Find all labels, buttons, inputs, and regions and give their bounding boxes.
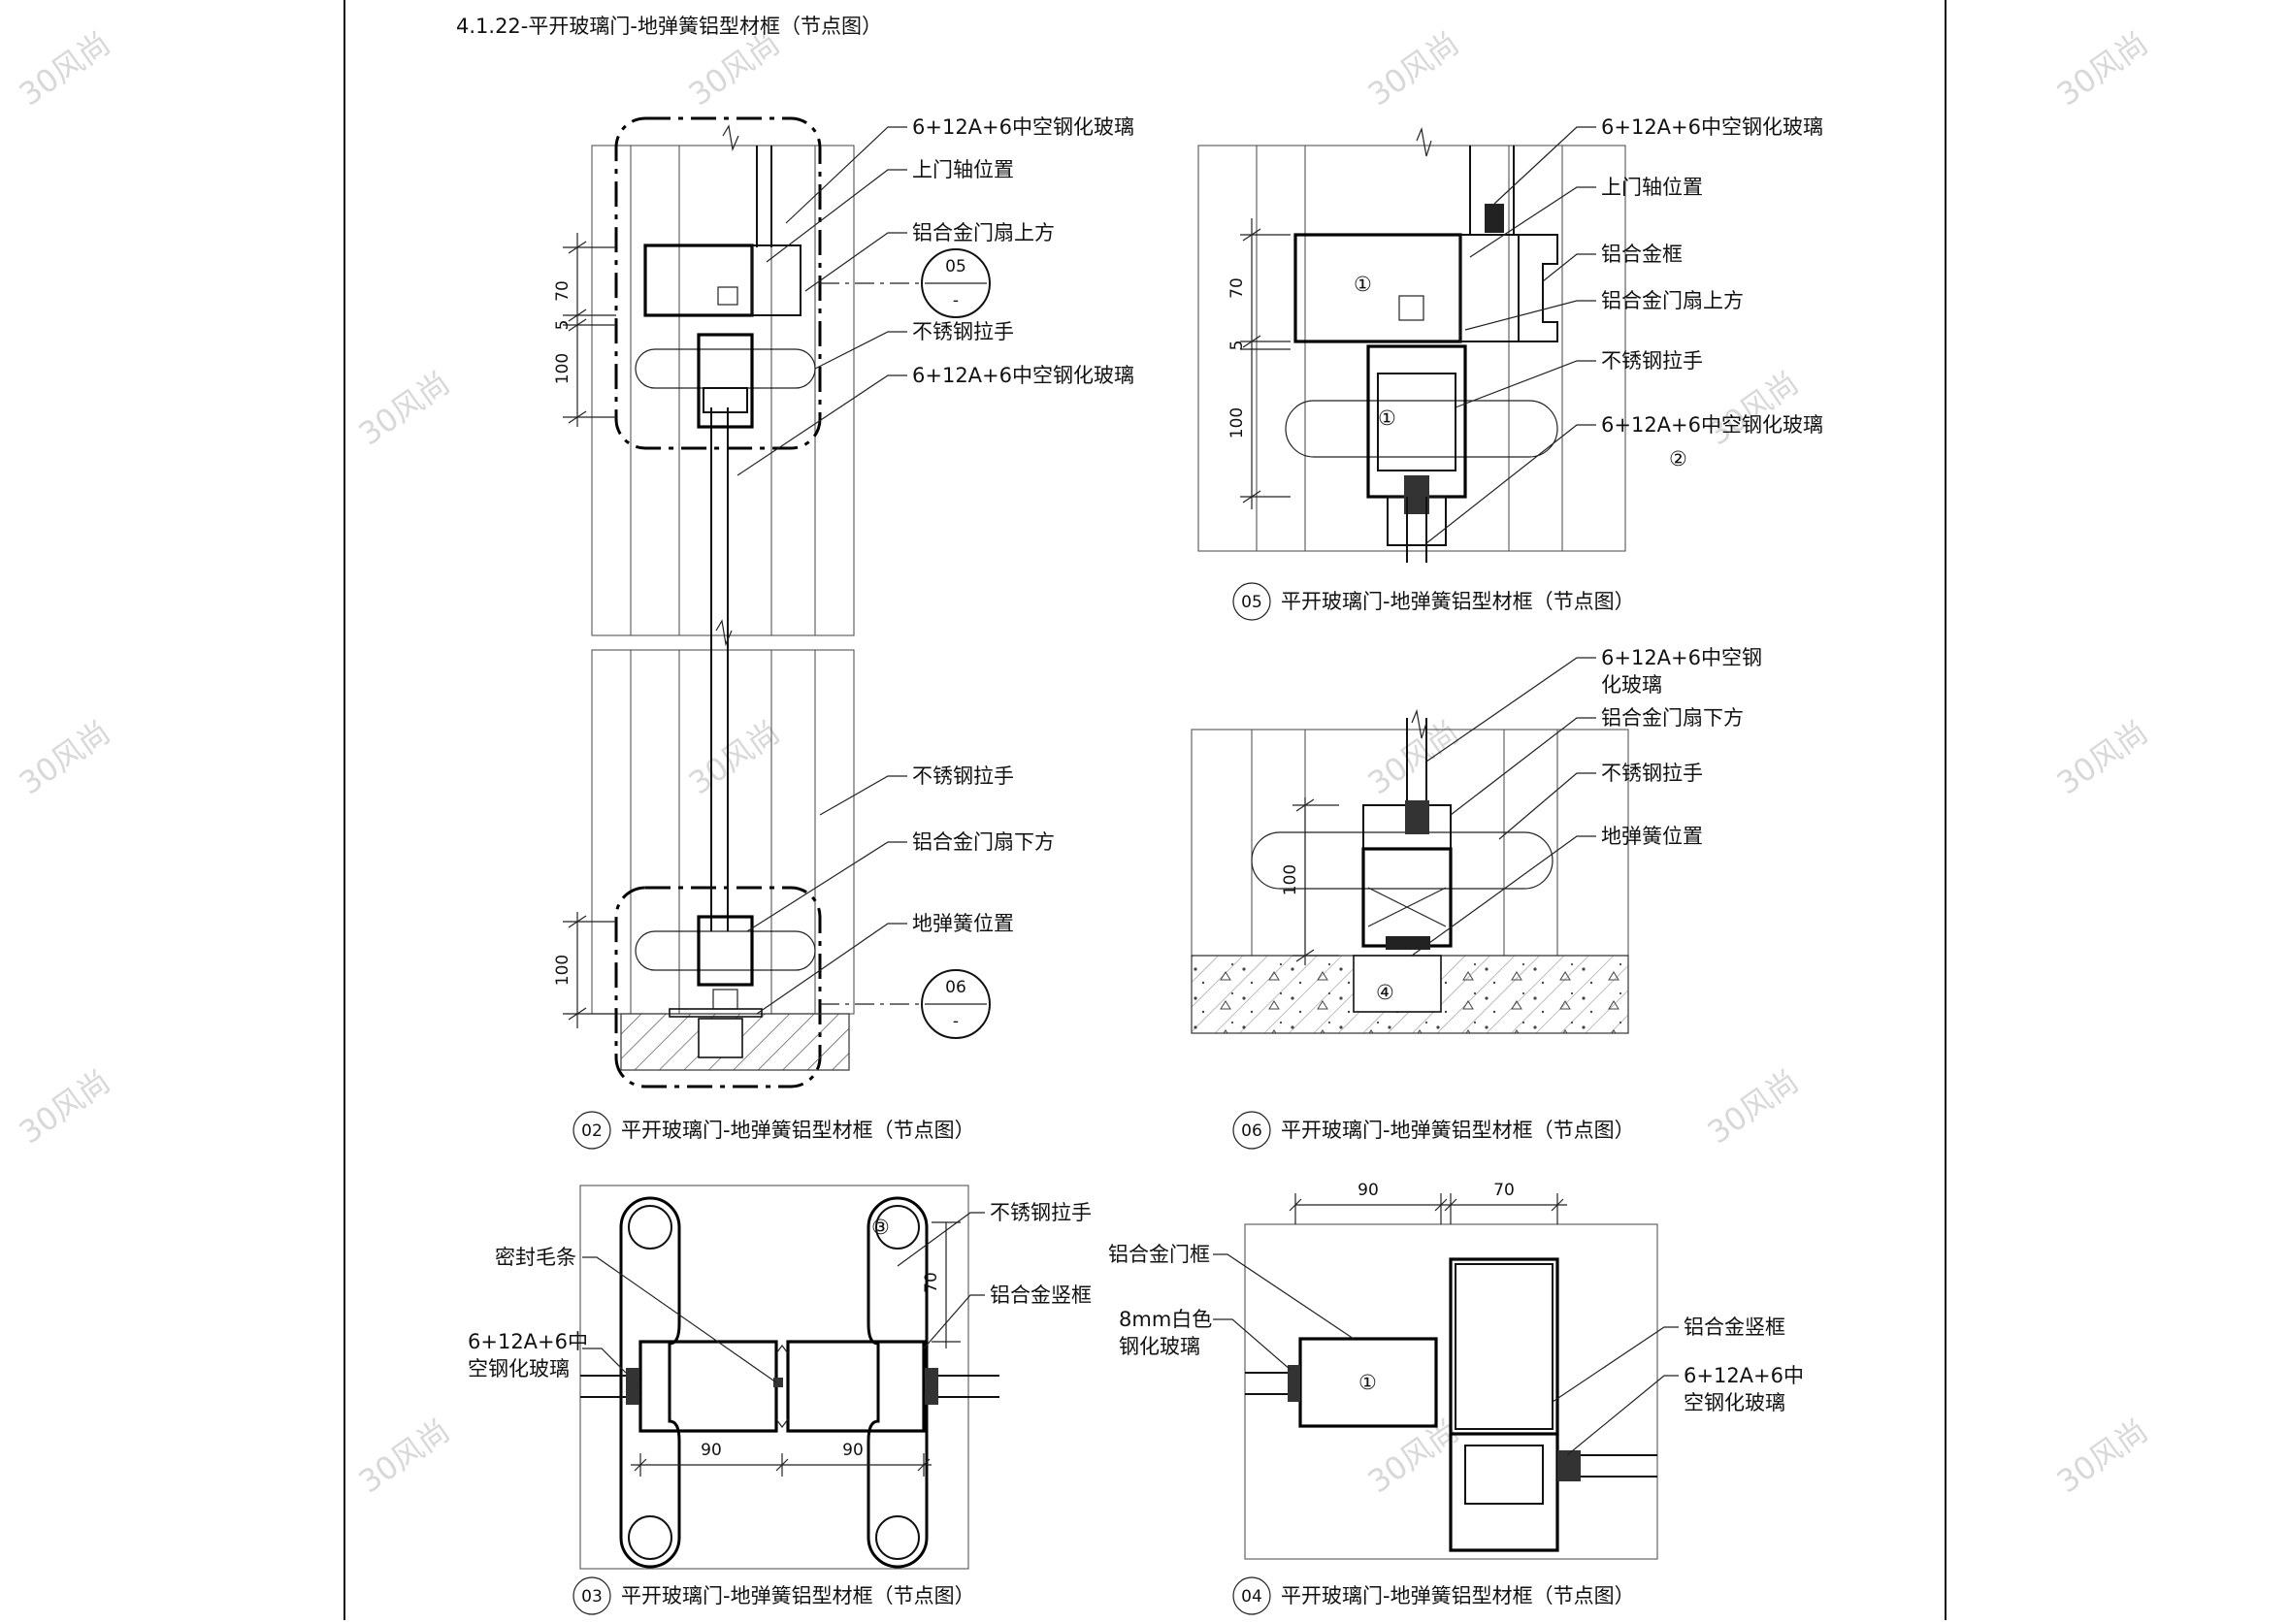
label-floor-spring: 地弹簧位置 [1601, 825, 1703, 848]
svg-text:05: 05 [945, 257, 966, 276]
watermark: 30风尚 [1701, 1062, 1806, 1151]
dim-70: 70 [1493, 1181, 1515, 1200]
label-handle: 不锈钢拉手 [1601, 762, 1703, 785]
label-mullion: 铝合金竖框 [990, 1283, 1092, 1307]
watermark: 30风尚 [13, 1062, 117, 1151]
dim-5: 5 [553, 320, 572, 331]
detail-03: 90 90 70 ③ 不锈钢拉手 密封毛条 铝合金竖框 6+12A+6中 空钢化… [468, 1185, 1092, 1615]
svg-text:-: - [953, 1012, 959, 1031]
watermark: 30风尚 [1361, 713, 1466, 801]
label-handle-2: 不锈钢拉手 [912, 764, 1014, 788]
caption-bubble-02 [572, 1111, 611, 1150]
watermark: 30风尚 [352, 364, 457, 452]
svg-text:-: - [953, 291, 959, 310]
dim-100: 100 [553, 353, 572, 384]
caption-02: 平开玻璃门-地弹簧铝型材框（节点图） [621, 1119, 975, 1142]
caption-05: 平开玻璃门-地弹簧铝型材框（节点图） [1281, 590, 1635, 613]
sheet-title: 4.1.22-平开玻璃门-地弹簧铝型材框（节点图） [456, 15, 882, 38]
marker-3: ③ [871, 1216, 890, 1239]
label-handle: 不锈钢拉手 [990, 1201, 1092, 1224]
detail-05: ① ① 70 5 100 6+12A+6中空钢化玻璃 上门轴位置 铝合金框 铝合… [1197, 115, 1823, 621]
reference-bubble-05: 05 - [921, 248, 991, 318]
marker-1: ① [1354, 273, 1372, 296]
dim-90-left: 90 [701, 1441, 722, 1460]
label-sash-top: 铝合金门扇上方 [1601, 289, 1744, 312]
marker-2: ② [1669, 447, 1687, 471]
marker-1: ① [1358, 1371, 1377, 1394]
dim-70: 70 [1227, 277, 1247, 299]
caption-bubble-04 [1232, 1576, 1271, 1615]
dim-90-right: 90 [842, 1441, 864, 1460]
svg-text:06: 06 [945, 978, 966, 997]
detail-04: 90 70 ① 铝合金门框 8mm白色 钢化玻璃 铝合金竖框 6+12A+6中 … [1108, 1181, 1804, 1615]
caption-number: 06 [1241, 1121, 1262, 1141]
caption-bubble-06 [1232, 1111, 1271, 1150]
label-frame: 铝合金框 [1601, 243, 1683, 266]
label-sash-bottom: 铝合金门扇下方 [912, 830, 1055, 854]
caption-number: 03 [581, 1587, 603, 1607]
watermark: 30风尚 [2050, 24, 2155, 113]
dim-70: 70 [922, 1272, 941, 1293]
label-sash-bottom: 铝合金门扇下方 [1601, 706, 1744, 730]
detail-02: 70 5 100 100 05 - 06 - 6+12A+6中空钢化 [553, 115, 1134, 1150]
label-glass-line1: 6+12A+6中空钢 [1601, 646, 1762, 669]
dim-100-bottom: 100 [553, 955, 572, 986]
caption-06: 平开玻璃门-地弹簧铝型材框（节点图） [1281, 1119, 1635, 1142]
label-floor-spring: 地弹簧位置 [912, 912, 1014, 935]
label-handle: 不锈钢拉手 [1601, 349, 1703, 373]
label-handle: 不锈钢拉手 [912, 320, 1014, 343]
watermark-layer: 30风尚 30风尚 30风尚 30风尚 30风尚 30风尚 30风尚 30风尚 … [13, 24, 2155, 1500]
watermark: 30风尚 [13, 713, 117, 801]
label-glass-2: 6+12A+6中空钢化玻璃 [1601, 413, 1823, 437]
watermark: 30风尚 [682, 713, 787, 801]
caption-number: 05 [1241, 593, 1262, 612]
reference-bubble-06: 06 - [921, 969, 991, 1039]
label-insulated-glass-line1: 6+12A+6中 [1684, 1364, 1804, 1387]
caption-number: 02 [581, 1121, 603, 1141]
label-top-pivot: 上门轴位置 [912, 158, 1014, 181]
watermark: 30风尚 [13, 24, 117, 113]
label-door-frame: 铝合金门框 [1108, 1243, 1210, 1266]
caption-03: 平开玻璃门-地弹簧铝型材框（节点图） [621, 1584, 975, 1608]
label-mullion: 铝合金竖框 [1684, 1315, 1785, 1339]
watermark: 30风尚 [2050, 713, 2155, 801]
detail-06: ④ 100 6+12A+6中空钢 化玻璃 铝合金门扇下方 不锈钢拉手 地弹簧位置… [1191, 646, 1762, 1150]
watermark: 30风尚 [682, 24, 787, 113]
dim-100: 100 [1227, 407, 1247, 438]
label-seal-strip: 密封毛条 [495, 1246, 576, 1269]
caption-number: 04 [1241, 1587, 1262, 1607]
label-insulated-glass-line2: 空钢化玻璃 [1684, 1391, 1785, 1414]
dim-70: 70 [553, 280, 572, 302]
watermark: 30风尚 [352, 1412, 457, 1500]
label-glass-line1: 6+12A+6中 [468, 1330, 588, 1353]
label-glass-line2: 化玻璃 [1601, 673, 1662, 697]
dim-90: 90 [1358, 1181, 1379, 1200]
caption-bubble-03 [572, 1576, 611, 1615]
dim-100: 100 [1281, 864, 1300, 895]
caption-04: 平开玻璃门-地弹簧铝型材框（节点图） [1281, 1584, 1635, 1608]
dim-5: 5 [1227, 341, 1247, 351]
watermark: 30风尚 [1701, 364, 1806, 452]
label-glass: 6+12A+6中空钢化玻璃 [1601, 115, 1823, 139]
label-glass-line1: 8mm白色 [1119, 1308, 1212, 1331]
caption-bubble-05 [1232, 582, 1271, 621]
label-top-pivot: 上门轴位置 [1601, 176, 1703, 199]
label-glass-line2: 空钢化玻璃 [468, 1357, 570, 1380]
label-glass-line2: 钢化玻璃 [1119, 1335, 1200, 1358]
marker-4: ④ [1376, 981, 1394, 1004]
label-sash-top: 铝合金门扇上方 [912, 221, 1055, 244]
watermark: 30风尚 [1361, 24, 1466, 113]
label-glass-2: 6+12A+6中空钢化玻璃 [912, 364, 1134, 387]
sheet-frame [344, 0, 1946, 1620]
marker-1b: ① [1378, 406, 1396, 430]
callout-06-boundary [614, 886, 822, 1088]
watermark: 30风尚 [2050, 1412, 2155, 1500]
label-glass: 6+12A+6中空钢化玻璃 [912, 115, 1134, 139]
